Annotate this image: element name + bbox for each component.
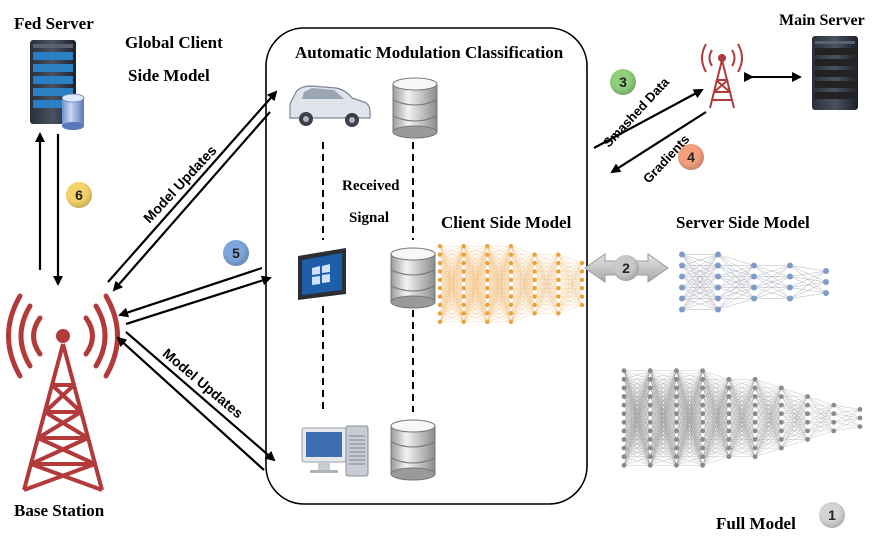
transmission-tower-icon: [6, 293, 120, 492]
step-1-badge: 1: [819, 502, 845, 528]
client-side-network-icon: [437, 244, 585, 324]
received-signal-line1: Received: [342, 178, 400, 194]
step-6-badge: 6: [66, 182, 92, 208]
database-icon: [390, 419, 436, 481]
car-to-base-arrow: [112, 111, 271, 292]
full-model-label: Full Model: [716, 514, 796, 533]
tablet-to-base-arrow: [118, 266, 263, 318]
received-signal-line2: Signal: [349, 210, 390, 226]
global-client-label-line2: Side Model: [128, 66, 210, 85]
step-3-badge: 3: [610, 69, 636, 95]
full-model-network-icon: [621, 368, 863, 468]
fed-server-icon: [30, 40, 85, 130]
database-icon: [61, 93, 85, 130]
smashed-data-arrow: [593, 89, 704, 149]
tablet-icon: [298, 248, 346, 300]
main-server-icon: [812, 36, 858, 110]
desktop-computer-icon: [301, 425, 369, 477]
step-4-badge: 4: [678, 144, 704, 170]
car-icon: [289, 85, 371, 127]
radio-tower-icon: [701, 43, 743, 109]
connector-dashed-lines: [322, 142, 414, 412]
global-client-label-line1: Global Client: [125, 33, 223, 52]
database-icon: [392, 77, 438, 139]
client-side-model-label: Client Side Model: [441, 213, 572, 232]
base-to-computer-arrow: [125, 331, 276, 462]
database-icon: [390, 247, 436, 309]
fed-server-label: Fed Server: [14, 14, 94, 33]
model-update-to-car-arrow: [107, 90, 278, 283]
amc-title: Automatic Modulation Classification: [295, 43, 564, 62]
server-side-network-icon: [679, 251, 829, 313]
main-server-label: Main Server: [779, 12, 865, 29]
step-5-badge: 5: [223, 240, 249, 266]
base-to-tablet-arrow: [125, 275, 272, 326]
step-2-badge: 2: [613, 255, 639, 281]
base-station-label: Base Station: [14, 501, 105, 520]
computer-to-base-arrow: [116, 336, 265, 471]
server-side-model-label: Server Side Model: [676, 213, 810, 232]
gradients-arrow: [610, 111, 707, 174]
